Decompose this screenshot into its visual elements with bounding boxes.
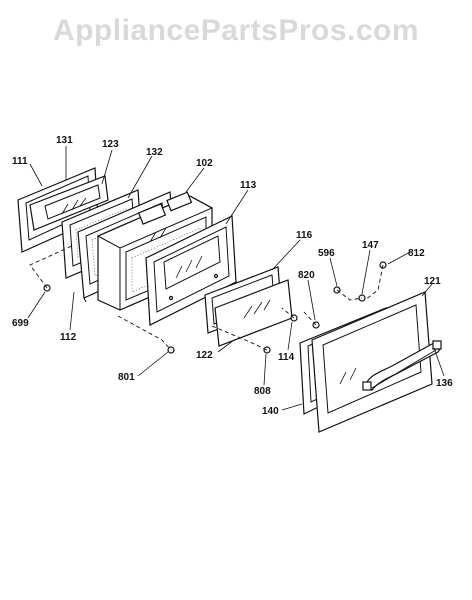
label-112: 112: [60, 332, 77, 343]
leader-lines: [27, 146, 445, 411]
part-121-front-panel: [311, 291, 433, 433]
label-132: 132: [146, 147, 163, 158]
part-136-handle: [362, 340, 442, 391]
label-699: 699: [12, 318, 29, 329]
label-808: 808: [254, 386, 271, 397]
label-121: 121: [424, 276, 441, 287]
label-140: 140: [262, 406, 279, 417]
label-116: 116: [296, 230, 313, 241]
watermark-text: AppliancePartsPros.com: [52, 14, 420, 47]
label-596: 596: [318, 248, 335, 259]
label-801: 801: [118, 372, 135, 383]
part-131-glass: [29, 175, 109, 231]
label-111: 111: [12, 156, 28, 167]
label-147: 147: [362, 240, 379, 251]
assembly-lines: [29, 244, 384, 351]
label-820: 820: [298, 270, 315, 281]
label-114: 114: [278, 352, 295, 363]
part-808-screw: [263, 346, 271, 354]
label-113: 113: [240, 180, 257, 191]
label-123: 123: [102, 139, 119, 150]
part-113-window-frame: [145, 215, 237, 326]
label-812: 812: [408, 248, 425, 259]
label-122: 122: [196, 350, 213, 361]
label-131: 131: [56, 135, 73, 146]
label-102: 102: [196, 158, 213, 169]
label-136: 136: [436, 378, 453, 389]
